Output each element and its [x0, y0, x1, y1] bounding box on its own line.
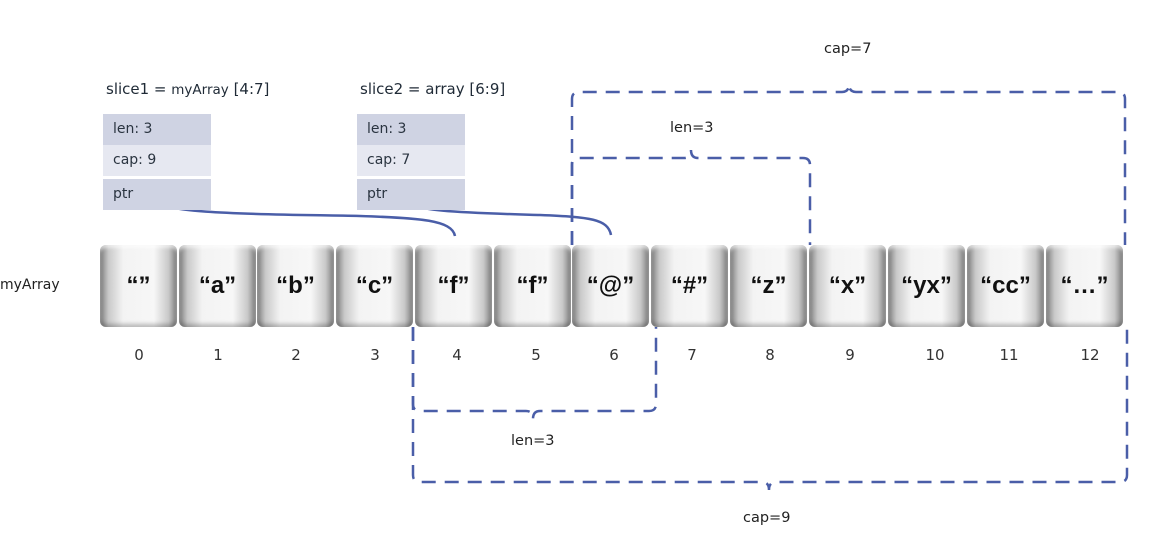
- array-cell: “c”: [336, 245, 413, 327]
- array-cell: “f”: [494, 245, 571, 327]
- array-index: 8: [765, 346, 775, 364]
- slice1-title-prefix: slice1 =: [106, 80, 172, 98]
- array-index: 10: [925, 346, 945, 364]
- array-index: 5: [531, 346, 541, 364]
- slice1-cap-field: cap: 9: [103, 145, 211, 176]
- slice1-title-range: [4:7]: [228, 80, 270, 98]
- array-index: 7: [687, 346, 697, 364]
- array-cell: “yx”: [888, 245, 965, 327]
- array-index: 1: [213, 346, 223, 364]
- array-cell: “cc”: [967, 245, 1044, 327]
- array-cell: “x”: [809, 245, 886, 327]
- slice1-title-array: myArray: [171, 82, 229, 98]
- slice1-len-bracket: [411, 327, 658, 420]
- array-cell: “b”: [257, 245, 334, 327]
- slice1-len-field: len: 3: [103, 114, 211, 145]
- array-label: myArray: [0, 277, 60, 293]
- slice2-len-bracket: [570, 149, 812, 245]
- array-index: 4: [452, 346, 462, 364]
- array-cell: “z”: [730, 245, 807, 327]
- array-index: 11: [999, 346, 1019, 364]
- array-index: 9: [845, 346, 855, 364]
- array-cell: “a”: [179, 245, 256, 327]
- array-cell: “”: [100, 245, 177, 327]
- array-cell: “f”: [415, 245, 492, 327]
- array-index: 6: [609, 346, 619, 364]
- slice1-ptr-field: ptr: [103, 179, 211, 210]
- array-cell: “…”: [1046, 245, 1123, 327]
- slice2-title: slice2 = array [6:9]: [360, 80, 506, 98]
- slice2-cap-field: cap: 7: [357, 145, 465, 176]
- array-index: 2: [291, 346, 301, 364]
- slice2-len-label: len=3: [670, 120, 714, 136]
- array-index: 12: [1080, 346, 1100, 364]
- array-cell: “@”: [572, 245, 649, 327]
- slice1-cap-bracket: [411, 327, 1129, 491]
- slice2-len-field: len: 3: [357, 114, 465, 145]
- slice2-ptr-field: ptr: [357, 179, 465, 210]
- array-cell: “#”: [651, 245, 728, 327]
- array-index: 3: [370, 346, 380, 364]
- slice1-title: slice1 = myArray [4:7]: [106, 80, 269, 98]
- array-index: 0: [134, 346, 144, 364]
- slice2-cap-bracket: [570, 83, 1127, 245]
- slice1-len-label: len=3: [511, 433, 555, 449]
- slice1-cap-label: cap=9: [743, 510, 791, 526]
- slice2-cap-label: cap=7: [824, 41, 872, 57]
